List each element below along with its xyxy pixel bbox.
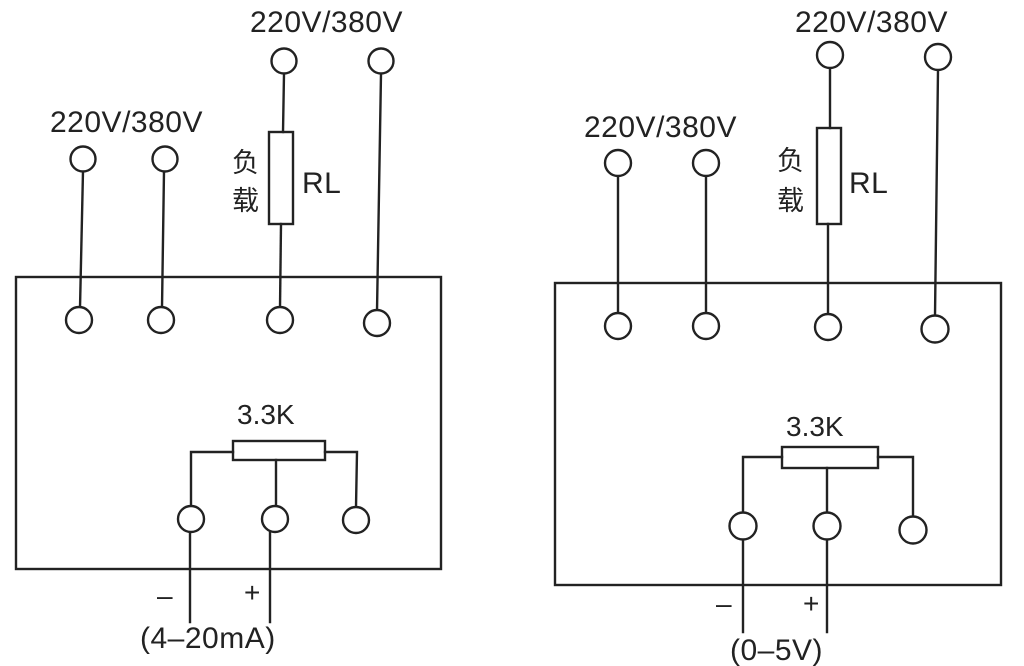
right-load-resistor (815, 126, 843, 226)
left-module-terminal-4 (362, 308, 392, 338)
left-pot-wire-left (189, 450, 235, 508)
left-pot-terminal-1 (176, 504, 206, 534)
right-pot-terminal-2 (812, 511, 842, 541)
left-supply-wire-1 (78, 169, 85, 310)
right-module-box (553, 281, 1003, 587)
left-signal-range-label: (4–20mA) (140, 622, 276, 655)
right-plus-label: + (803, 588, 819, 619)
right-power-side-label: 220V/380V (584, 111, 737, 144)
left-power-side-label: 220V/380V (50, 106, 203, 139)
right-pot-wire-right (876, 455, 915, 520)
right-potentiometer (780, 445, 880, 470)
left-pot-wire-right (323, 450, 359, 509)
right-module-terminal-2 (691, 311, 721, 341)
right-pot-terminal-1 (728, 511, 758, 541)
left-supply-wire-4 (375, 72, 383, 313)
left-load-wire-top (281, 72, 286, 134)
right-supply-wire-4 (933, 68, 940, 318)
left-minus-label: – (157, 580, 173, 611)
left-load-resistor (267, 130, 295, 226)
right-pot-wire-left (741, 455, 784, 514)
right-module-terminal-3 (813, 312, 843, 342)
right-pot-value-label: 3.3K (786, 411, 844, 442)
left-module-box (14, 275, 443, 571)
left-pot-value-label: 3.3K (237, 399, 295, 430)
right-load-label-cn-2: 载 (777, 186, 804, 217)
left-plus-label: + (244, 577, 260, 608)
left-load-label-cn-1: 负 (232, 148, 259, 179)
left-load-wire-bottom (278, 222, 283, 310)
left-load-label-cn-2: 载 (232, 186, 259, 217)
right-wiring-diagram: 220V/380V 220V/380V 负 载 RL 3.3K – + (0–5… (553, 6, 1003, 666)
right-pot-terminal-3 (898, 515, 928, 545)
left-wiring-diagram: 220V/380V 220V/380V 负 载 RL 3.3K – + (4–2… (14, 6, 443, 655)
left-terminal-power-top-1 (270, 47, 298, 75)
left-terminal-power-side-2 (151, 145, 179, 173)
left-supply-wire-2 (160, 169, 166, 310)
right-signal-range-label: (0–5V) (730, 634, 823, 666)
left-terminal-power-top-2 (367, 47, 395, 75)
left-terminal-power-side-1 (69, 145, 97, 173)
right-module-terminal-4 (920, 314, 950, 344)
left-module-terminal-2 (146, 305, 176, 335)
left-module-terminal-3 (265, 305, 295, 335)
right-load-label-cn-1: 负 (777, 146, 804, 177)
left-power-top-label: 220V/380V (250, 6, 403, 39)
right-terminal-power-top-2 (923, 42, 953, 72)
right-minus-label: – (716, 588, 732, 619)
left-module-terminal-1 (64, 305, 94, 335)
right-module-terminal-1 (603, 311, 633, 341)
left-load-rl-label: RL (302, 167, 341, 200)
left-pot-terminal-2 (260, 504, 290, 534)
right-terminal-power-top-1 (815, 40, 845, 70)
left-pot-terminal-3 (341, 505, 371, 535)
right-terminal-power-side-2 (691, 148, 721, 178)
right-terminal-power-side-1 (603, 148, 633, 178)
right-load-rl-label: RL (849, 167, 888, 200)
right-power-top-label: 220V/380V (795, 6, 948, 39)
left-potentiometer (231, 439, 327, 462)
